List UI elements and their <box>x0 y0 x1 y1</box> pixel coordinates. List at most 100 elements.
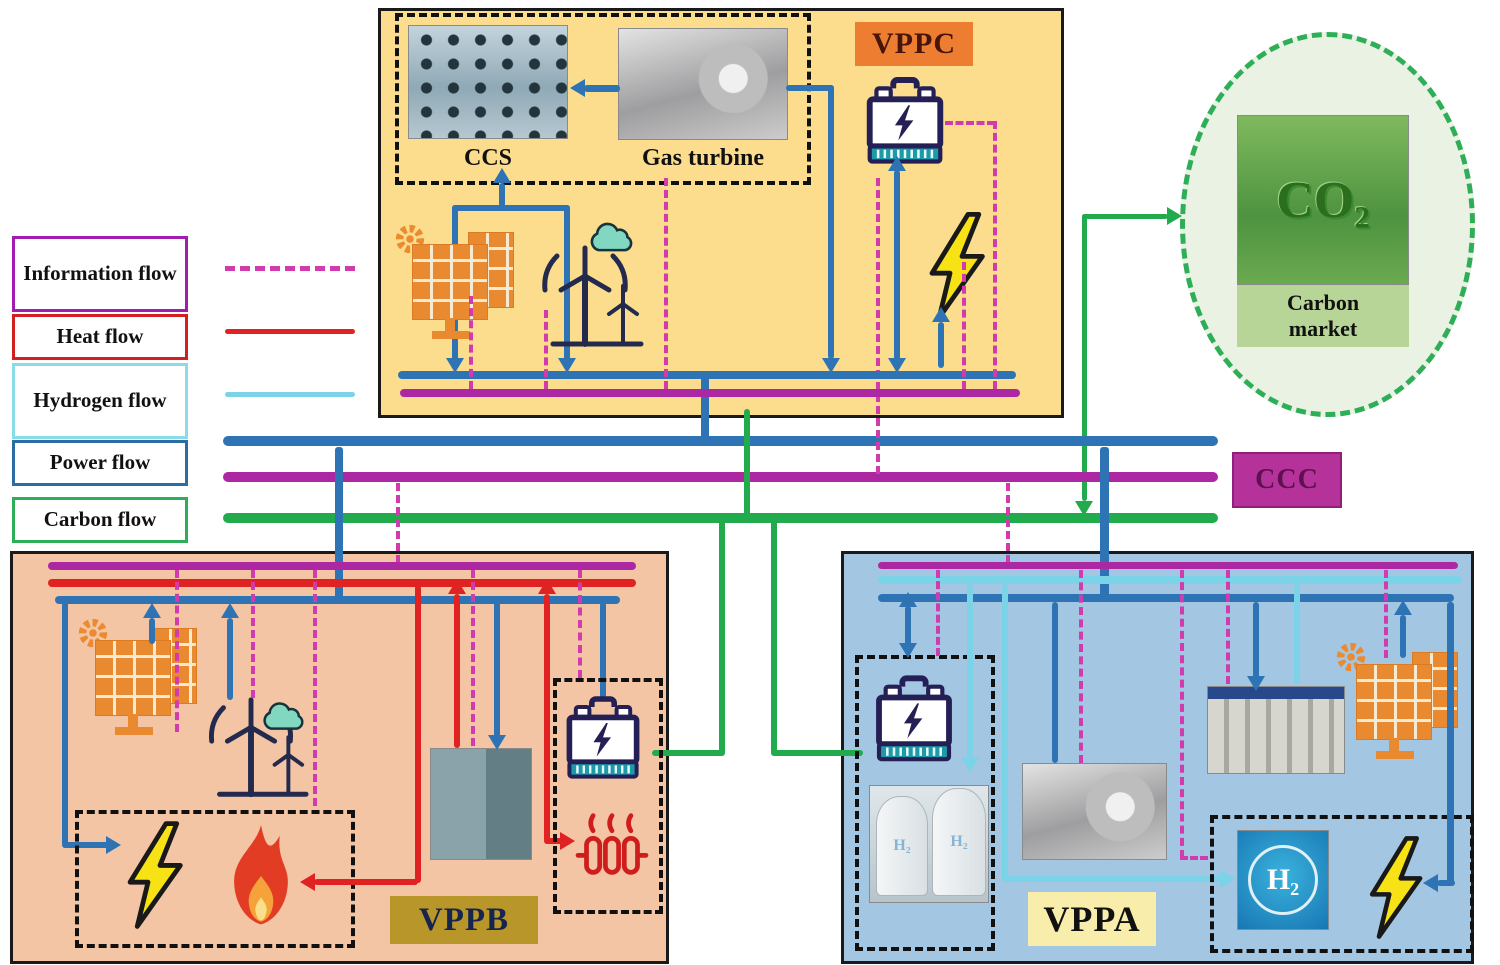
vppa-load-dashed-box <box>1210 815 1474 953</box>
vppa-title: VPPA <box>1028 892 1156 946</box>
h2-logo-ring: H₂ <box>1248 845 1318 915</box>
power-arrow-left-icon <box>570 79 585 97</box>
carbon-arrow-right-icon <box>1167 207 1182 225</box>
power-arrow-down-icon <box>558 358 576 373</box>
power-flow-line <box>1400 615 1406 658</box>
vppb-heat-bus <box>48 579 636 587</box>
gas-turbine-label: Gas turbine <box>641 144 764 171</box>
power-arrow-down-icon <box>899 643 917 658</box>
radiator-heat-icon <box>572 810 652 878</box>
solar-panel-leg <box>128 714 138 728</box>
wind-turbine-icon <box>525 238 645 358</box>
power-flow-line <box>227 618 233 700</box>
battery-icon <box>871 675 957 765</box>
power-flow-line <box>1437 880 1455 886</box>
information-flow-line <box>1006 483 1010 563</box>
solar-panel-main <box>95 640 171 716</box>
power-flow-line <box>828 85 834 359</box>
power-flow-line <box>701 377 709 443</box>
power-arrow-up-icon <box>221 603 239 618</box>
heat-flow-sample-line <box>225 329 355 334</box>
information-flow-line <box>993 121 997 389</box>
carbon-flow-line <box>744 409 750 519</box>
sun-gear-icon <box>393 222 427 256</box>
vppc-title: VPPC <box>855 22 973 66</box>
vppa-power-bus <box>878 594 1454 602</box>
power-flow-line <box>499 183 505 207</box>
information-flow-line <box>396 483 400 563</box>
hydrogen-arrow-down-icon <box>961 757 979 772</box>
power-flow-line <box>1052 602 1058 763</box>
power-arrow-up-icon <box>493 168 511 183</box>
heat-arrow-up-icon <box>538 579 556 594</box>
power-arrow-right-icon <box>106 836 121 854</box>
solar-panel-base <box>432 331 470 339</box>
main-power-bus <box>223 436 1218 446</box>
carbon-arrow-down-icon <box>1075 501 1093 516</box>
information-flow-line <box>936 570 940 656</box>
power-flow-line <box>938 322 944 368</box>
vppa-information-bus <box>878 562 1458 569</box>
power-flow-line <box>1447 602 1454 886</box>
electric-load-bolt-icon <box>115 820 193 930</box>
heat-flow-line <box>544 594 550 842</box>
vppb-title: VPPB <box>390 896 538 944</box>
solar-panel-icon <box>95 628 197 736</box>
heat-arrow-up-icon <box>448 579 466 594</box>
hydrogen-flow-line <box>1002 584 1008 880</box>
power-flow-line <box>62 842 110 848</box>
solar-panel-leg <box>445 318 455 332</box>
vppb-information-bus <box>48 562 636 570</box>
legend-information-flow: Information flow <box>12 236 188 312</box>
vppc-power-bus <box>398 371 1016 379</box>
information-flow-line <box>1180 570 1184 858</box>
heat-flow-line <box>454 594 460 748</box>
power-flow-line <box>62 602 68 846</box>
heat-load-flame-icon <box>218 822 304 930</box>
carbon-flow-line <box>652 750 725 756</box>
carbon-market-label-line1: Carbon <box>1286 289 1360 315</box>
cloud-icon <box>258 700 308 734</box>
power-flow-line <box>1253 602 1259 680</box>
solar-panel-main <box>1356 664 1432 740</box>
solar-panel-icon <box>1356 652 1458 760</box>
h2-tank-text: H₂ <box>950 833 968 850</box>
information-flow-line <box>1226 570 1230 684</box>
co2-image: CO₂ <box>1237 115 1409 285</box>
power-arrow-left-icon <box>1423 874 1438 892</box>
sun-gear-icon <box>1334 640 1368 674</box>
vppb-region <box>10 551 669 964</box>
ccc-label: CCC <box>1232 452 1342 508</box>
hydrogen-flow-line <box>1002 876 1222 882</box>
vppb-storage-dashed-box <box>553 678 663 914</box>
ccs-label: CCS <box>463 144 512 171</box>
gas-turbine-photo <box>618 28 788 140</box>
solar-panel-base <box>1376 751 1414 759</box>
h2-load-image: H₂ <box>1237 830 1329 930</box>
wind-turbine-icon <box>192 690 310 808</box>
information-flow-line <box>313 570 317 806</box>
carbon-market-label: Carbon market <box>1237 285 1409 347</box>
power-flow-line <box>452 205 570 211</box>
cloud-icon <box>585 220 637 256</box>
information-flow-line <box>945 121 995 125</box>
power-arrow-down-icon <box>1247 676 1265 691</box>
compressor-photo <box>1022 763 1167 860</box>
information-flow-line <box>664 178 668 389</box>
sun-gear-icon <box>76 616 110 650</box>
information-flow-line <box>251 570 255 698</box>
heat-arrow-right-icon <box>560 832 575 850</box>
information-flow-line <box>578 570 582 678</box>
battery-icon <box>863 76 947 168</box>
power-arrow-up-icon <box>899 592 917 607</box>
information-flow-line <box>175 570 179 732</box>
carbon-flow-line <box>719 518 725 755</box>
solar-panel-leg <box>1389 738 1399 752</box>
hydrogen-arrow-right-icon <box>1220 870 1235 888</box>
power-arrow-up-icon <box>143 603 161 618</box>
electric-load-bolt-icon <box>920 205 992 327</box>
heat-arrow-left-icon <box>300 873 315 891</box>
power-flow-line <box>894 170 900 360</box>
electric-load-bolt-icon <box>1355 835 1435 940</box>
